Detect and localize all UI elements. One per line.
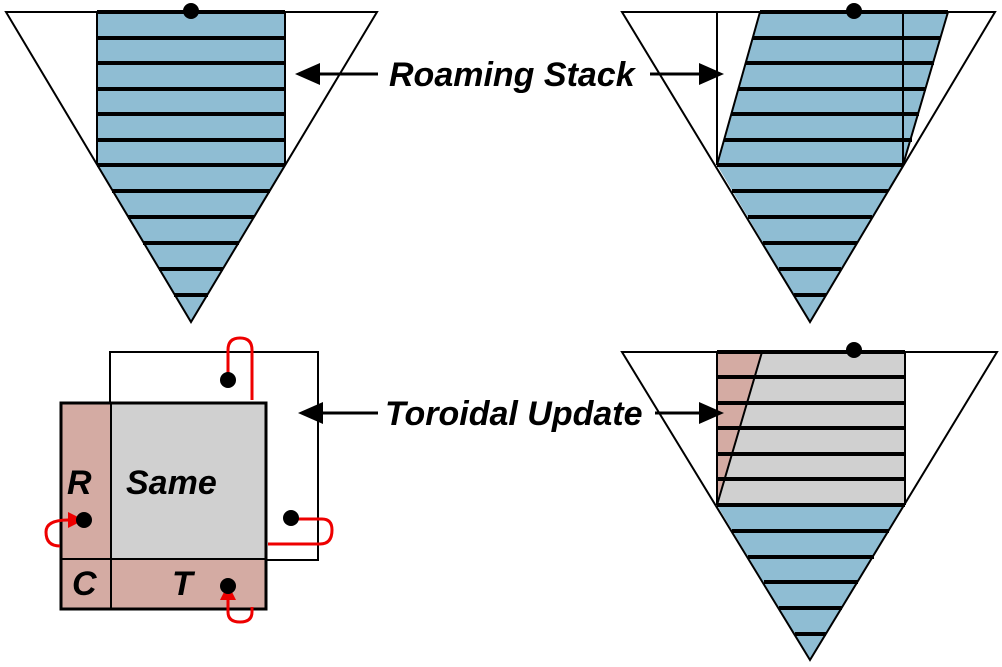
wrap-arrow-bottom [226, 598, 254, 624]
wrap-arrow-top [226, 336, 254, 400]
arrow-head-right [699, 402, 724, 424]
arrow-head-left [295, 63, 320, 85]
stack-layer-lines [717, 350, 905, 636]
region-t [111, 559, 266, 609]
roaming-stack-label: Roaming Stack [389, 56, 637, 94]
toroidal-update-label: Toroidal Update [385, 395, 643, 433]
arrow-head-left [298, 402, 323, 424]
cone-top-left [4, 3, 379, 324]
label-t: T [172, 565, 196, 603]
dot-right [283, 510, 299, 526]
wrap-arrow-left [44, 518, 69, 548]
apex-dot [846, 342, 862, 358]
arrow-head-right [699, 63, 724, 85]
label-same: Same [126, 464, 217, 502]
region-c [61, 559, 111, 609]
label-c: C [72, 565, 97, 603]
dot-top [220, 372, 236, 388]
apex-dot [183, 3, 199, 19]
label-r: R [67, 464, 92, 502]
region-r [61, 403, 111, 559]
region-same [111, 403, 266, 559]
dot-bottom [220, 578, 236, 594]
roaming-stack-callout: Roaming Stack [295, 56, 724, 94]
dot-left [76, 512, 92, 528]
wrap-arrows [44, 336, 334, 624]
toroidal-update-callout: Toroidal Update [298, 395, 724, 433]
toroidal-schematic: Same R C T [44, 336, 334, 624]
wrap-arrow-right [268, 517, 334, 546]
original-square [59, 401, 268, 611]
cone-bottom-right [620, 342, 999, 662]
apex-dot [846, 3, 862, 19]
cone-top-right [620, 3, 997, 324]
